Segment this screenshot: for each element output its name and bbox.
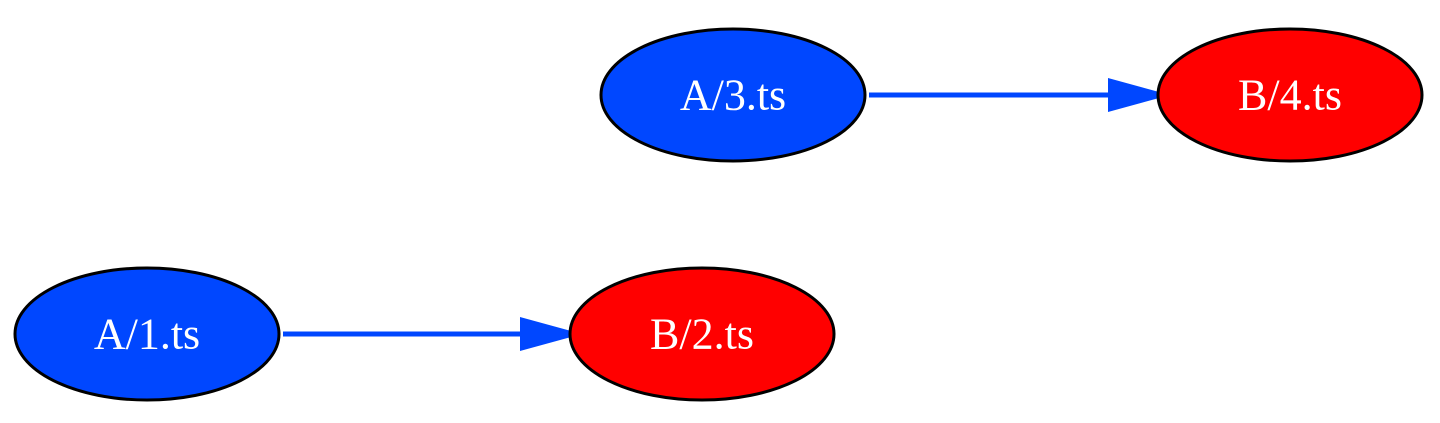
node-b4[interactable]: B/4.ts	[1156, 27, 1424, 163]
node-ellipse	[1156, 27, 1424, 163]
nodes-layer: A/3.ts B/4.tsA/1.ts B/2.ts	[13, 27, 1424, 402]
edges-layer	[283, 78, 1170, 351]
node-label: A/3.ts	[680, 71, 786, 120]
node-label: B/4.ts	[1238, 71, 1342, 120]
node-label: B/2.ts	[650, 310, 754, 359]
node-a3[interactable]: A/3.ts	[599, 27, 867, 163]
node-label: A/1.ts	[94, 310, 200, 359]
node-ellipse	[568, 266, 836, 402]
edge-a1-to-b2	[283, 317, 582, 351]
node-a1[interactable]: A/1.ts	[13, 266, 281, 402]
node-ellipse	[599, 27, 867, 163]
node-ellipse	[13, 266, 281, 402]
edge-a3-to-b4	[869, 78, 1170, 112]
node-b2[interactable]: B/2.ts	[568, 266, 836, 402]
arrowhead	[520, 317, 582, 351]
arrowhead	[1108, 78, 1170, 112]
